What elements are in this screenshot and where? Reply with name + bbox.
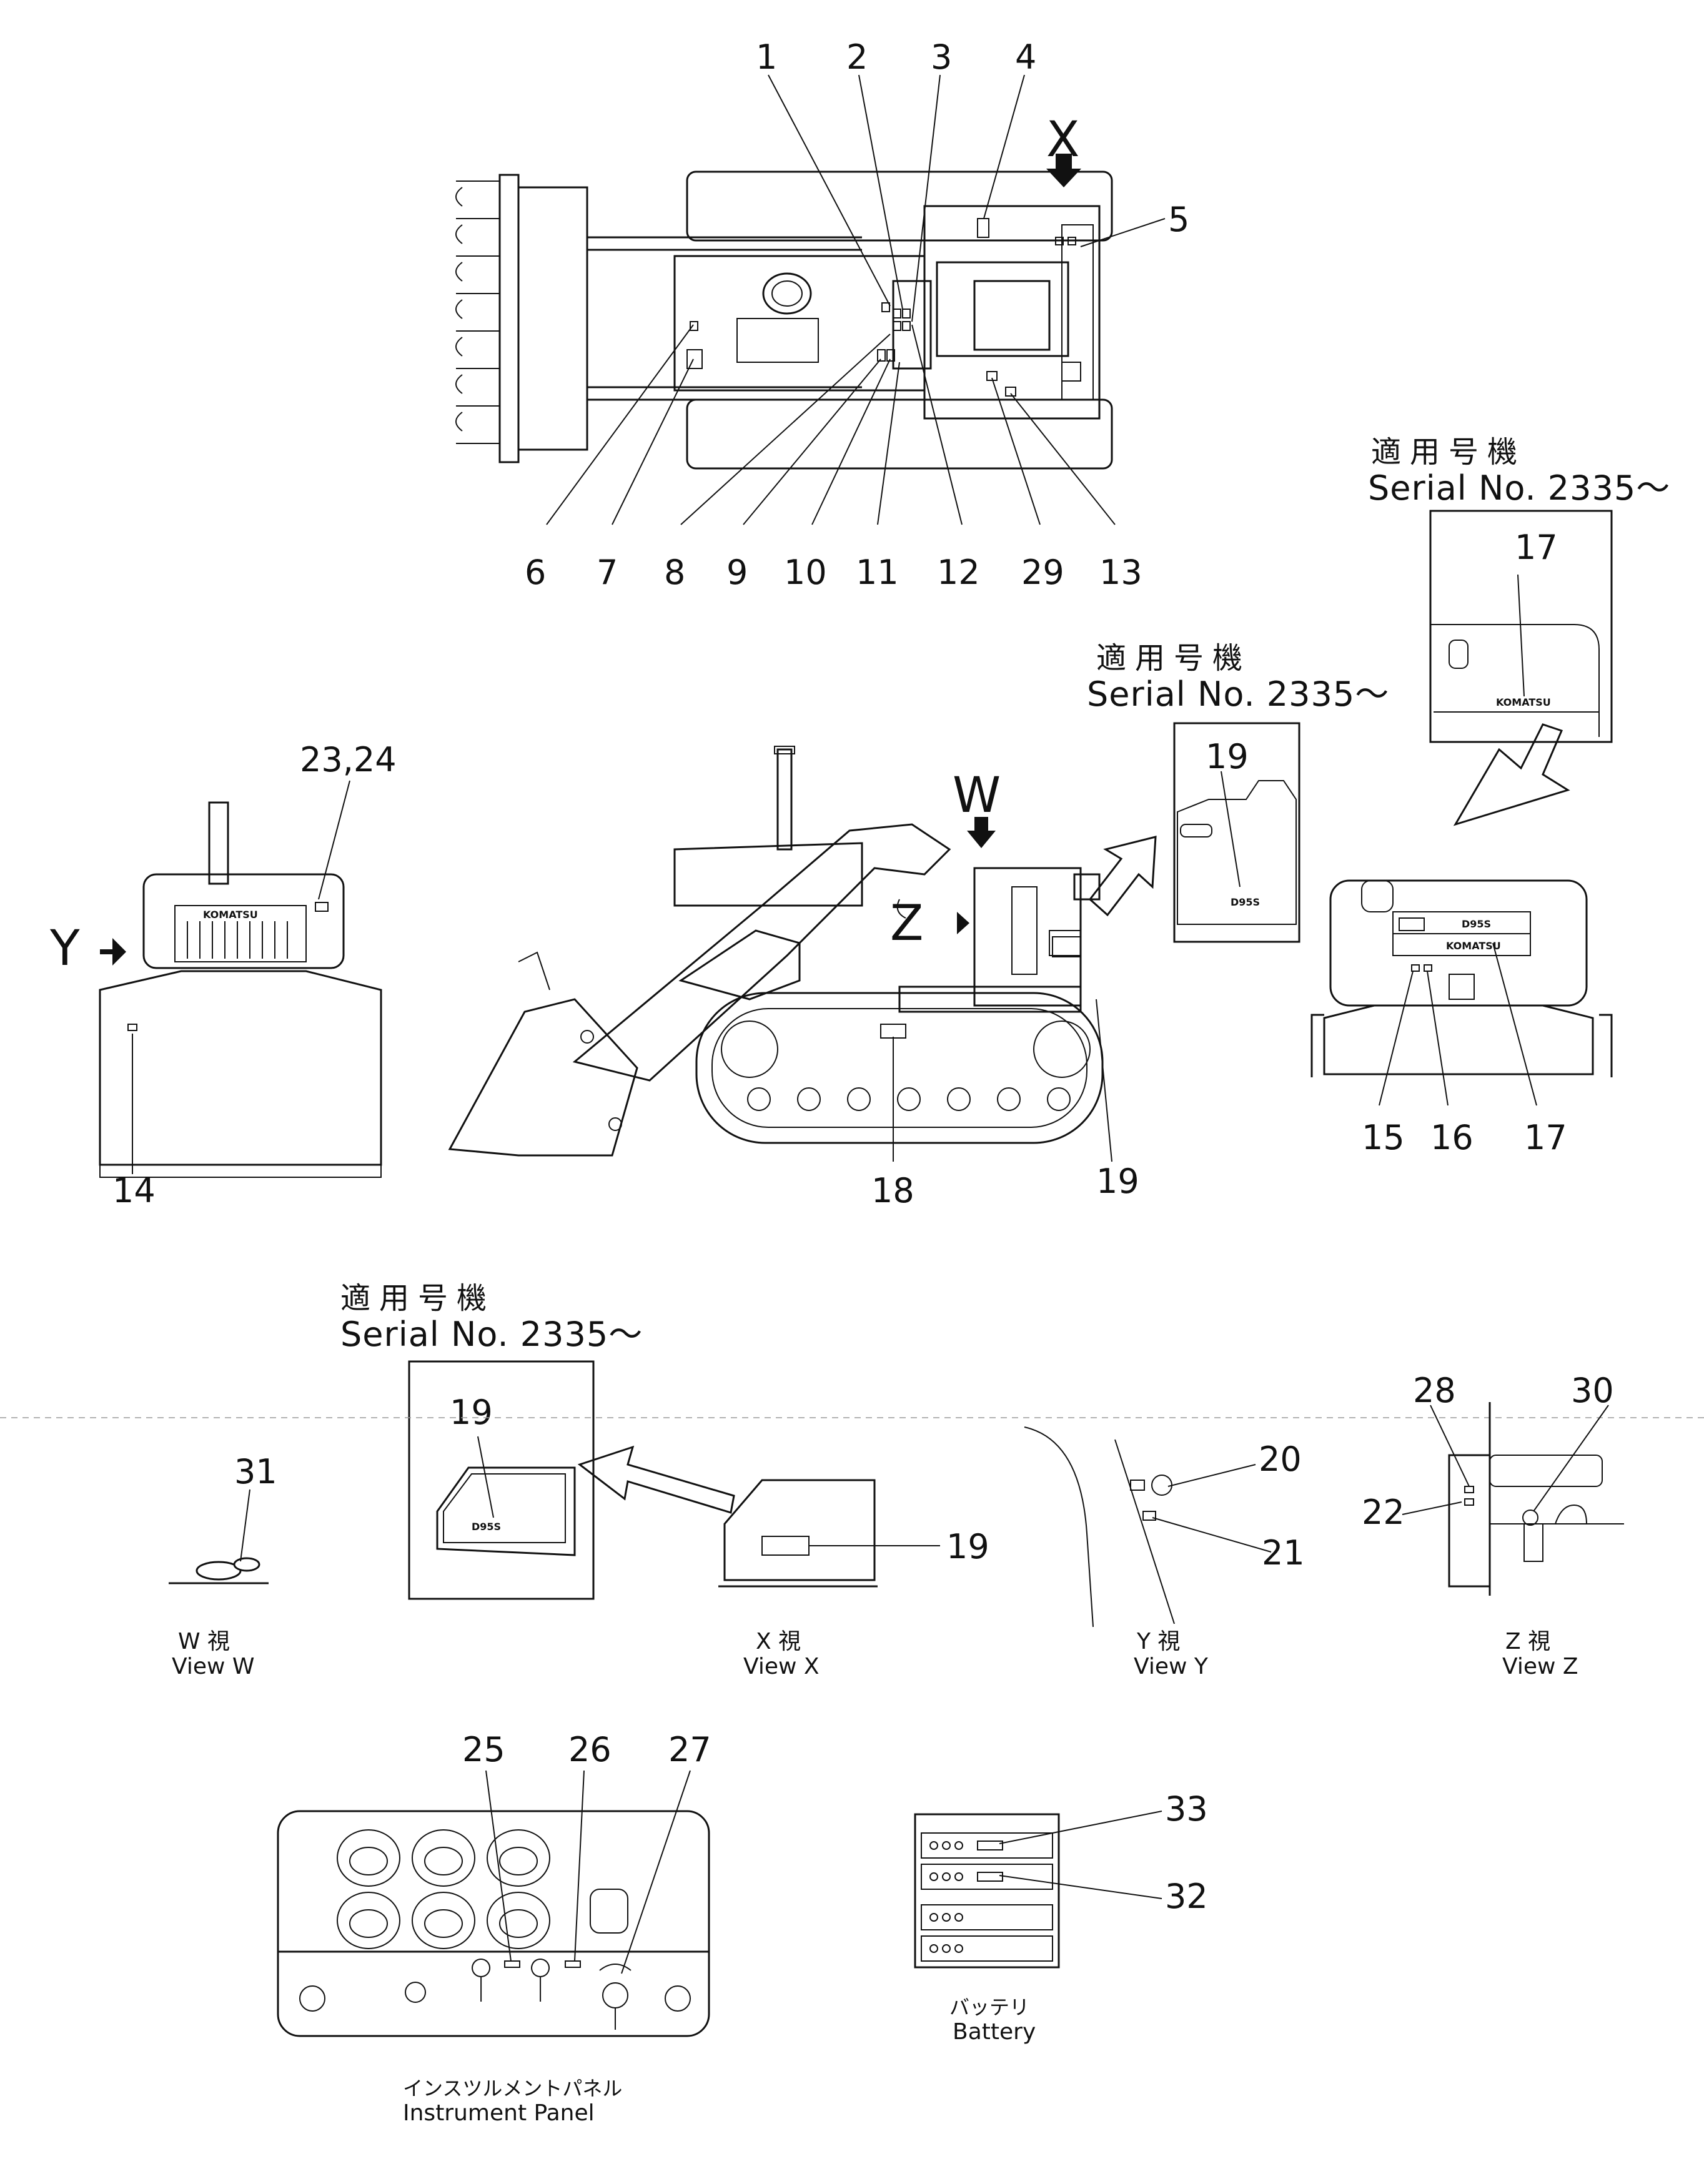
- view-w-caption-jp: W 視: [178, 1629, 230, 1654]
- label-33: 33: [1165, 1789, 1208, 1829]
- label-20: 20: [1259, 1440, 1302, 1479]
- inset-19b-box: D95S: [408, 1360, 595, 1600]
- label-19-view-x: 19: [946, 1527, 989, 1566]
- label-11: 11: [856, 553, 899, 592]
- label-26: 26: [568, 1730, 612, 1769]
- front-view-drawing: KOMATSU: [99, 801, 382, 1178]
- panel-leaders: [485, 1770, 691, 1974]
- view-z-letter: Z: [890, 896, 923, 952]
- label-5: 5: [1168, 200, 1189, 239]
- label-30: 30: [1571, 1371, 1614, 1410]
- view-x-caption: View X: [743, 1654, 820, 1679]
- serial-note-19b: 適用号機 Serial No. 2335～: [340, 1281, 643, 1354]
- label-4: 4: [1015, 37, 1036, 77]
- label-12: 12: [937, 553, 980, 592]
- view-y-caption: View Y: [1134, 1654, 1209, 1679]
- view-w-drawing: [169, 1557, 269, 1584]
- label-27: 27: [668, 1730, 711, 1769]
- battery-drawing: [914, 1813, 1060, 1969]
- label-28: 28: [1413, 1371, 1456, 1410]
- rear-view-leaders: [1379, 942, 1537, 1106]
- view-y-drawing: [1024, 1426, 1175, 1628]
- side-view-leaders: [893, 999, 1112, 1162]
- label-19-side: 19: [1096, 1162, 1139, 1201]
- top-view-drawing: [455, 154, 1113, 470]
- label-19-inset-b: 19: [450, 1393, 493, 1432]
- view-x-caption-jp: X 視: [756, 1629, 801, 1654]
- view-z-caption: View Z: [1502, 1654, 1578, 1679]
- top-view-leaders: [546, 74, 1166, 525]
- inset-17-komatsu: KOMATSU: [1496, 696, 1551, 708]
- serial-note-17: 適用号機 Serial No. 2335～: [1368, 435, 1670, 508]
- label-10: 10: [784, 553, 827, 592]
- battery-leaders: [999, 1811, 1162, 1899]
- label-9: 9: [726, 553, 748, 592]
- inset-19a-model: D95S: [1231, 896, 1260, 908]
- label-17-inset: 17: [1515, 528, 1558, 567]
- label-29: 29: [1021, 553, 1064, 592]
- serial-note-19a: 適用号機 Serial No. 2335～: [1087, 641, 1389, 714]
- panel-caption: Instrument Panel: [403, 2100, 595, 2126]
- label-25: 25: [462, 1730, 505, 1769]
- rear-decal-komatsu: KOMATSU: [1446, 940, 1501, 952]
- label-22: 22: [1362, 1493, 1405, 1532]
- instrument-panel-drawing: [277, 1810, 710, 2037]
- label-19-inset-a: 19: [1206, 737, 1249, 776]
- battery-caption-jp: バッテリ: [949, 1995, 1029, 2019]
- view-x-drawing: [718, 1479, 940, 1588]
- svg-text:Serial No. 2335～: Serial No. 2335～: [340, 1315, 643, 1354]
- label-3: 3: [931, 37, 952, 77]
- top-view-labels: 1 2 3 4 5 6 7 8 9 10 11 12 29 13: [525, 37, 1189, 592]
- rear-view-drawing: D95S KOMATSU: [1310, 879, 1613, 1077]
- svg-text:適用号機: 適用号機: [1096, 641, 1251, 676]
- view-y-caption-jp: Y 視: [1136, 1629, 1180, 1654]
- label-23-24: 23,24: [300, 740, 397, 779]
- view-y-leaders: [1152, 1464, 1272, 1553]
- label-13: 13: [1099, 553, 1142, 592]
- inset-19a-arrow: [1088, 836, 1157, 917]
- svg-text:Serial No. 2335～: Serial No. 2335～: [1368, 468, 1670, 508]
- front-decal-komatsu: KOMATSU: [203, 909, 258, 921]
- rear-decal-model: D95S: [1462, 918, 1491, 930]
- svg-text:Serial No. 2335～: Serial No. 2335～: [1087, 674, 1389, 714]
- view-z-caption-jp: Z 視: [1505, 1629, 1550, 1654]
- panel-caption-jp: インスツルメントパネル: [403, 2077, 622, 2100]
- label-31: 31: [234, 1452, 277, 1491]
- label-2: 2: [846, 37, 868, 77]
- inset-17-arrow: [1453, 723, 1570, 826]
- inset-19a-box: D95S: [1173, 722, 1300, 943]
- leader-23-24: [318, 780, 350, 900]
- label-1: 1: [756, 37, 777, 77]
- label-18: 18: [871, 1171, 914, 1210]
- svg-text:適用号機: 適用号機: [340, 1281, 495, 1316]
- inset-19b-arrow: [577, 1445, 735, 1514]
- inset-19b-model: D95S: [472, 1521, 501, 1533]
- label-15: 15: [1362, 1118, 1405, 1157]
- label-17: 17: [1524, 1118, 1567, 1157]
- svg-text:適用号機: 適用号機: [1371, 435, 1526, 470]
- label-8: 8: [664, 553, 685, 592]
- label-14: 14: [112, 1171, 156, 1210]
- label-32: 32: [1165, 1877, 1208, 1916]
- leader-31: [240, 1489, 250, 1562]
- view-w-letter: W: [953, 768, 1001, 824]
- inset-17-box: KOMATSU: [1429, 510, 1613, 743]
- label-21: 21: [1262, 1533, 1305, 1573]
- label-6: 6: [525, 553, 546, 592]
- view-w-caption: View W: [172, 1654, 254, 1679]
- label-16: 16: [1430, 1118, 1474, 1157]
- view-y-letter: Y: [49, 921, 80, 977]
- label-7: 7: [597, 553, 618, 592]
- view-z-drawing: [0, 1402, 1704, 1596]
- battery-caption: Battery: [953, 2019, 1036, 2045]
- view-z-leaders: [1402, 1405, 1609, 1515]
- view-x-letter: X: [1046, 112, 1079, 168]
- side-view-drawing: [448, 746, 1104, 1157]
